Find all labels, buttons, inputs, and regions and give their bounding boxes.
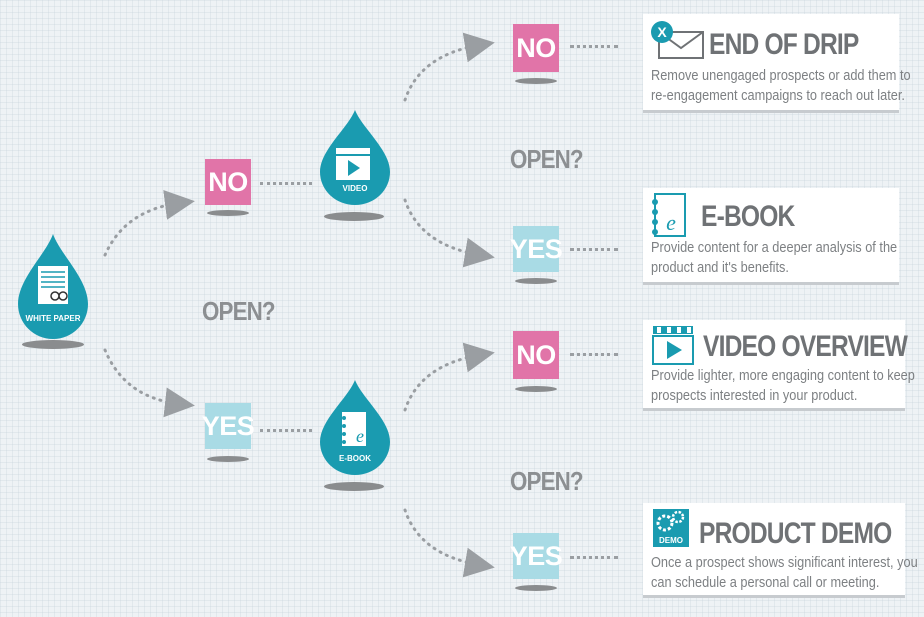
arrow-whitepaper-to-no [103,190,195,257]
svg-text:DEMO: DEMO [659,536,683,545]
video-drop-label: VIDEO [342,184,368,193]
envelope-x-icon: X [649,20,705,65]
arrow-video-to-yes [403,198,495,268]
card-desc-line2: prospects interested in your product. [651,388,858,404]
yes-box-level1: YES [202,403,255,449]
yes-box-bottom-shadow [515,585,557,591]
card-desc-line2: re-engagement campaigns to reach out lat… [651,88,905,104]
card-desc-line1: Provide lighter, more engaging content t… [651,368,915,384]
question-bottom-branch: OPEN? [510,466,584,496]
card-desc-line1: Remove unengaged prospects or add them t… [651,68,911,84]
yes-box-level1-shadow [207,456,249,462]
card-end-of-drip: X END OF DRIP Remove unengaged prospects… [643,14,911,110]
video-drop-shadow [324,212,384,221]
no-box-bottom-shadow [515,386,557,392]
card-title: VIDEO OVERVIEW [703,330,908,363]
connector-to-end-of-drip [570,45,618,48]
question-top-branch: OPEN? [510,144,584,174]
arrow-whitepaper-to-yes [103,348,195,418]
connector-to-ebook-card [570,248,618,251]
connector-to-product-demo [570,556,618,559]
demo-gears-icon: DEMO [651,507,691,554]
svg-text:e: e [666,210,676,235]
no-box-level1-shadow [207,210,249,216]
card-video-overview: VIDEO OVERVIEW Provide lighter, more eng… [643,320,915,408]
no-box-level1: NO [205,159,251,205]
card-title: PRODUCT DEMO [699,517,892,550]
white-paper-drop: WHITE PAPER [16,234,90,340]
ebook-icon: e [649,192,689,243]
video-drop: VIDEO [318,110,392,206]
arrow-ebook-to-no [403,342,495,412]
card-ebook: e E-BOOK Provide content for a deeper an… [643,188,899,282]
no-box-top-branch: NO [513,24,559,72]
ebook-drop-label: E-BOOK [339,454,371,463]
card-desc-line1: Provide content for a deeper analysis of… [651,240,898,256]
connector-yes-to-ebook [260,429,312,432]
svg-text:X: X [657,24,667,40]
ebook-drop-shadow [324,482,384,491]
connector-to-video-overview [570,353,618,356]
video-clapper-icon [651,324,695,371]
card-desc-line1: Once a prospect shows significant intere… [651,555,918,571]
no-box-bottom-branch: NO [513,331,559,379]
card-product-demo: DEMO PRODUCT DEMO Once a prospect shows … [643,503,918,595]
white-paper-label: WHITE PAPER [25,314,81,323]
question-level1: OPEN? [202,296,276,326]
card-title: END OF DRIP [709,28,859,61]
arrow-video-to-no [403,32,495,102]
yes-box-top-branch: YES [510,226,563,272]
yes-box-bottom-branch: YES [510,533,563,579]
arrow-ebook-to-yes [403,508,495,578]
card-desc-line2: product and it's benefits. [651,260,789,276]
ebook-drop: e E-BOOK [318,380,392,476]
white-paper-shadow [22,340,84,349]
no-box-top-shadow [515,78,557,84]
card-title: E-BOOK [701,200,795,233]
yes-box-top-shadow [515,278,557,284]
connector-no-to-video [260,182,312,185]
svg-text:e: e [356,426,364,446]
card-desc-line2: can schedule a personal call or meeting. [651,575,880,591]
